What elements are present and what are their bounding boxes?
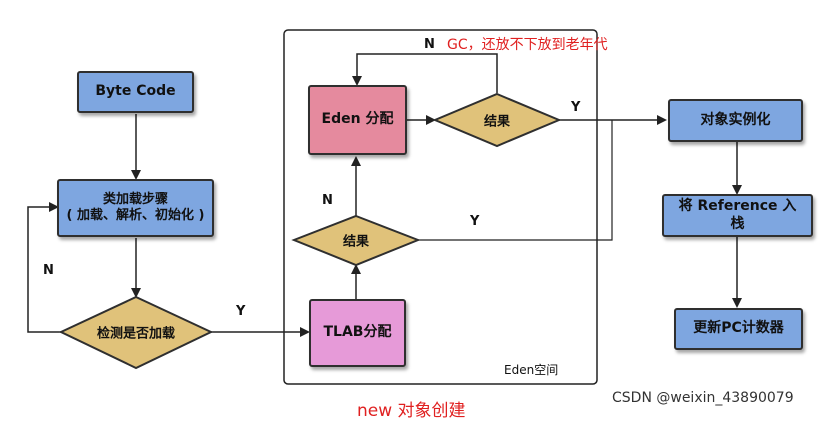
eden-space-container — [283, 29, 598, 385]
edge-label-n-left: N — [43, 263, 54, 278]
edge-label-n-tlab-result: N — [322, 193, 333, 208]
check-loaded-diamond — [58, 295, 214, 370]
result-lower-label: 结果 — [342, 234, 370, 250]
watermark: CSDN @weixin_43890079 — [612, 390, 794, 406]
tlab-alloc-node: TLAB分配 — [309, 299, 406, 367]
byte-code-node: Byte Code — [77, 71, 194, 113]
edge-upper-result-no-loop — [352, 53, 498, 93]
edge-label-y-lower-result: Y — [470, 214, 480, 229]
push-reference-node: 将 Reference 入 栈 — [662, 194, 813, 237]
edge-label-n-eden-loop: N — [424, 37, 435, 52]
edge-label-y-check: Y — [236, 304, 246, 319]
result-upper-label: 结果 — [483, 114, 511, 130]
update-pc-node: 更新PC计数器 — [674, 308, 803, 350]
gc-note: GC，还放不下放到老年代 — [447, 37, 608, 53]
object-instantiate-node: 对象实例化 — [668, 99, 803, 142]
check-loaded-label: 检测是否加载 — [96, 326, 176, 342]
diagram-caption: new 对象创建 — [357, 401, 466, 421]
edge-label-y-upper-result: Y — [571, 100, 581, 115]
result-lower-diamond — [291, 214, 421, 267]
eden-space-label: Eden空间 — [504, 363, 559, 377]
edge-check-no-loop — [27, 202, 61, 333]
result-upper-diamond — [432, 92, 562, 148]
eden-alloc-node: Eden 分配 — [308, 85, 407, 155]
edge-lower-result-yes — [418, 120, 613, 241]
class-loading-node: 类加载步骤 ( 加载、解析、初始化 ) — [57, 179, 214, 237]
